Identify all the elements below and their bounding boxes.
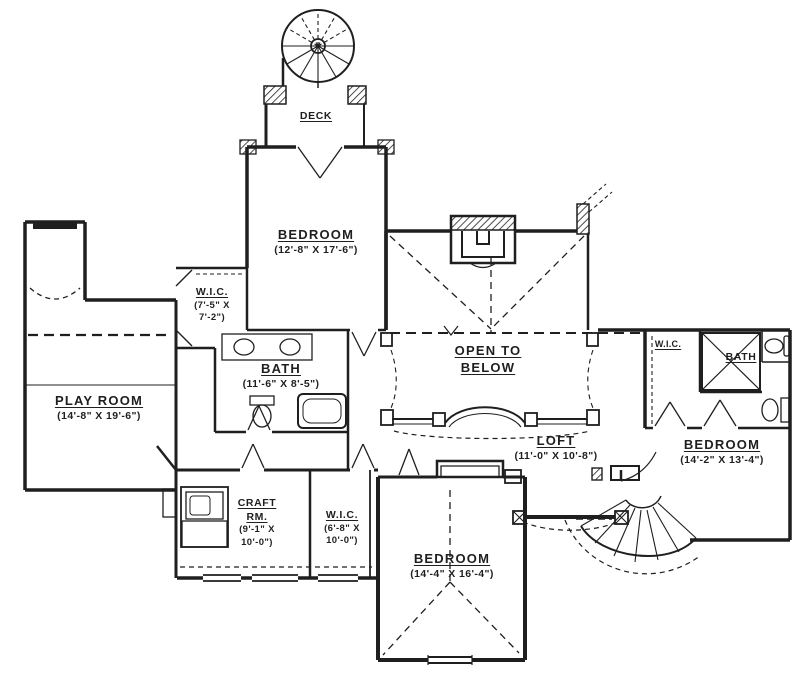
room-dims: (9'-1" X	[239, 524, 275, 536]
room-label-play-room: PLAY ROOM (14'-8" X 19'-6")	[55, 393, 143, 424]
room-name: W.I.C.	[325, 509, 359, 521]
room-dims: (6'-8" X	[324, 522, 360, 534]
room-dims: (7'-5" X	[194, 299, 230, 311]
room-name: BELOW	[460, 359, 516, 375]
room-label-bedroom-bottom: BEDROOM (14'-4" X 16'-4")	[410, 551, 494, 582]
open-to-below	[380, 183, 642, 440]
room-label-open-to-below: OPEN TO BELOW	[455, 343, 522, 377]
room-dims: (12'-8" X 17'-6")	[274, 243, 358, 256]
toilet	[249, 395, 275, 428]
room-dims: (14'-2" X 13'-4")	[680, 453, 764, 466]
right-wic-bath	[598, 328, 792, 540]
room-name: W.I.C.	[195, 286, 229, 298]
room-dims: (11'-6" X 8'-5")	[242, 377, 320, 390]
toilet-right	[761, 397, 790, 423]
bathtub	[297, 393, 347, 429]
room-name: LOFT	[536, 433, 576, 448]
room-dims: (14'-8" X 19'-6")	[57, 409, 141, 422]
room-dims: (14'-4" X 16'-4")	[410, 567, 494, 580]
sink	[764, 335, 790, 357]
room-label-wic-bottom: W.I.C. (6'-8" X 10'-0")	[324, 509, 360, 547]
room-label-bath-main: BATH (11'-6" X 8'-5")	[243, 361, 320, 392]
curved-staircase	[564, 465, 701, 575]
room-name: BATH	[261, 361, 301, 376]
room-label-wic-top: W.I.C. (7'-5" X 7'-2")	[194, 286, 230, 324]
bedroom-bottom-walls	[376, 448, 527, 665]
room-name: PLAY ROOM	[54, 393, 144, 408]
room-name: BEDROOM	[413, 551, 491, 566]
room-label-bath-right: BATH	[726, 351, 757, 365]
room-label-bedroom-top: BEDROOM (12'-8" X 17'-6")	[274, 227, 358, 258]
room-name: OPEN TO	[454, 343, 522, 358]
room-name: W.I.C.	[654, 339, 682, 349]
craft-sink-counter	[162, 486, 229, 548]
room-label-loft: LOFT (11'-0" X 10'-8")	[514, 433, 597, 464]
room-name: BEDROOM	[683, 437, 761, 452]
chimney	[449, 214, 517, 269]
room-name: CRAFT	[237, 497, 277, 509]
room-name: DECK	[299, 110, 333, 122]
vanity-sinks	[221, 333, 313, 361]
loft-railing	[512, 451, 657, 531]
play-room-walls	[23, 220, 178, 578]
room-label-deck: DECK	[300, 110, 332, 124]
bath-main	[213, 330, 350, 470]
room-label-craft-rm: CRAFT RM. (9'-1" X 10'-0")	[238, 497, 277, 549]
room-dims: 7'-2")	[198, 311, 226, 323]
spiral-staircase	[281, 9, 355, 88]
room-name: BATH	[725, 351, 757, 363]
wic-top-walls	[175, 266, 247, 350]
room-label-bedroom-right: BEDROOM (14'-2" X 13'-4")	[680, 437, 764, 468]
room-label-wic-right: W.I.C.	[655, 339, 681, 351]
shower	[701, 332, 761, 391]
room-dims: 10'-0")	[241, 536, 273, 548]
room-name: BEDROOM	[277, 227, 355, 242]
room-name: RM.	[246, 510, 268, 523]
craft-wic-block	[156, 443, 378, 583]
room-dims: 10'-0")	[326, 534, 358, 546]
room-dims: (11'-0" X 10'-8")	[514, 449, 598, 462]
